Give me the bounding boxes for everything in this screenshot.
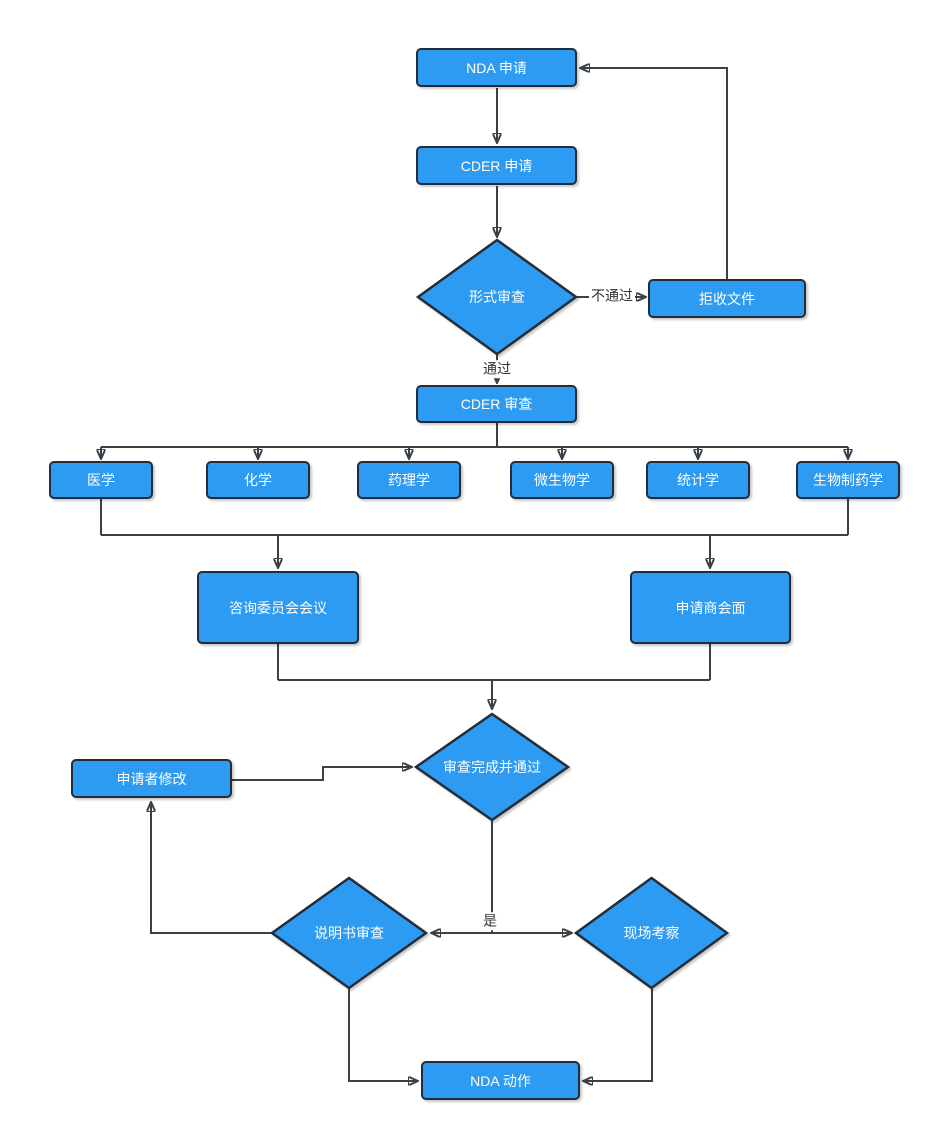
- node-cder-review-label: CDER 审查: [460, 396, 533, 412]
- edge-label-review-to-revision: [151, 803, 271, 934]
- node-site-inspection[interactable]: 现场考察: [575, 877, 728, 989]
- node-nda-application-label: NDA 申请: [466, 59, 527, 76]
- node-formal-review[interactable]: 形式审查: [417, 239, 577, 355]
- edge-label-yes: 是: [481, 912, 499, 930]
- node-chemistry-label: 化学: [244, 472, 272, 488]
- node-cder-review[interactable]: CDER 审查: [416, 385, 577, 423]
- node-reject-documents[interactable]: 拒收文件: [648, 279, 806, 318]
- node-nda-action-label: NDA 动作: [470, 1072, 531, 1089]
- node-statistics-label: 统计学: [677, 472, 719, 488]
- node-advisory-committee-meeting-label: 咨询委员会会议: [229, 599, 327, 616]
- node-statistics[interactable]: 统计学: [646, 461, 750, 499]
- node-applicant-meeting[interactable]: 申请商会面: [630, 571, 791, 644]
- node-advisory-committee-meeting[interactable]: 咨询委员会会议: [197, 571, 359, 644]
- edge-site-inspection-to-nda-action: [584, 989, 653, 1081]
- node-pharmacology-label: 药理学: [388, 472, 430, 488]
- diamond-shape: [271, 877, 427, 989]
- node-label-review[interactable]: 说明书审查: [271, 877, 427, 989]
- node-medicine-label: 医学: [87, 472, 115, 488]
- node-reject-documents-label: 拒收文件: [699, 290, 755, 307]
- node-biopharmaceutics[interactable]: 生物制药学: [796, 461, 900, 499]
- diamond-shape: [415, 713, 569, 821]
- node-medicine[interactable]: 医学: [49, 461, 153, 499]
- edge-label-pass: 通过: [481, 360, 513, 378]
- node-review-complete-passed[interactable]: 审查完成并通过: [415, 713, 569, 821]
- node-chemistry[interactable]: 化学: [206, 461, 310, 499]
- node-nda-action[interactable]: NDA 动作: [421, 1061, 580, 1100]
- diamond-shape: [575, 877, 728, 989]
- edge-label-not-pass: 不通过: [589, 287, 635, 305]
- node-applicant-meeting-label: 申请商会面: [675, 599, 746, 616]
- edge-reject-to-nda-application: [581, 68, 728, 279]
- node-biopharmaceutics-label: 生物制药学: [813, 472, 883, 488]
- node-microbiology-label: 微生物学: [534, 472, 590, 488]
- diamond-shape: [417, 239, 577, 355]
- node-pharmacology[interactable]: 药理学: [357, 461, 461, 499]
- node-cder-application-label: CDER 申请: [460, 157, 533, 174]
- edge-label-review-to-nda-action: [348, 989, 417, 1081]
- node-nda-application[interactable]: NDA 申请: [416, 48, 577, 87]
- node-microbiology[interactable]: 微生物学: [510, 461, 614, 499]
- edge-plain-segments: [100, 423, 849, 933]
- node-applicant-revision[interactable]: 申请者修改: [71, 759, 232, 798]
- edge-revision-to-review-complete: [232, 767, 411, 781]
- node-cder-application[interactable]: CDER 申请: [416, 146, 577, 185]
- node-applicant-revision-label: 申请者修改: [116, 770, 187, 787]
